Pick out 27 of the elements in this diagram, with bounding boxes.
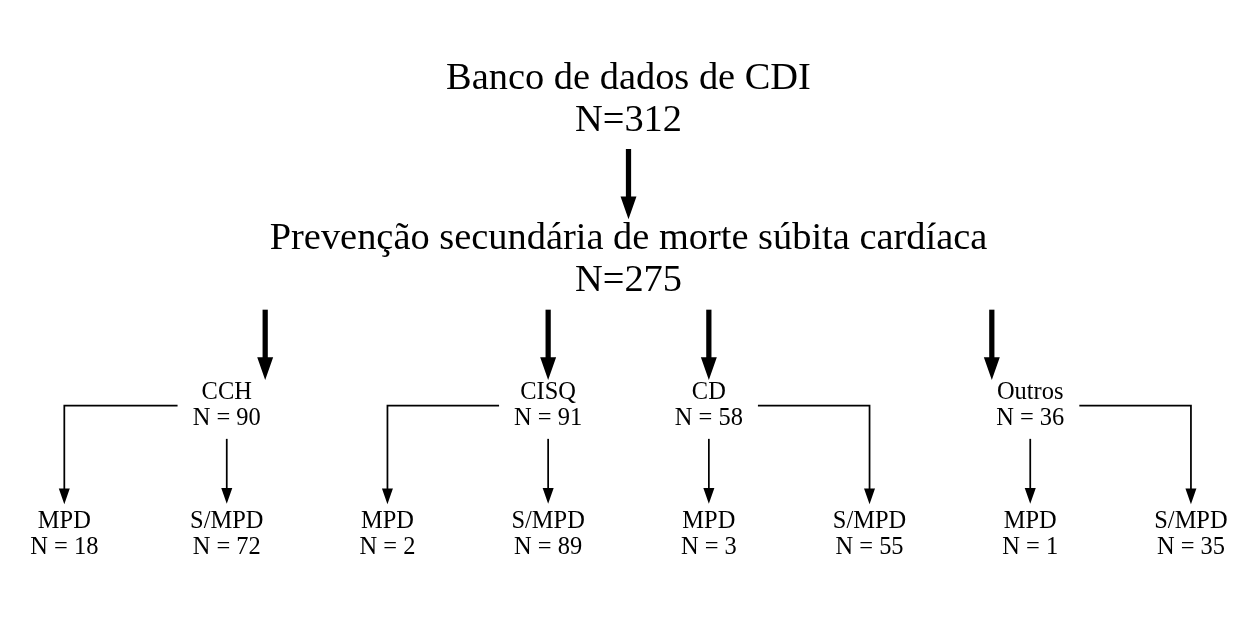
node-text: CISQ N = 91 xyxy=(514,376,583,430)
arrow xyxy=(542,437,554,504)
arrow xyxy=(700,309,717,380)
node-text: S/MPD N = 72 xyxy=(190,505,264,559)
node-text: CD N = 58 xyxy=(674,376,743,430)
arrow xyxy=(1078,404,1197,504)
node-text: MPD N = 18 xyxy=(30,505,99,559)
node-text: MPD N = 1 xyxy=(1002,505,1059,559)
node-text: Banco de dados de CDI N=312 xyxy=(446,54,811,139)
arrow xyxy=(221,437,233,504)
arrow xyxy=(703,437,715,504)
node-text: Prevenção secundária de morte súbita cardíaca N=275 xyxy=(269,214,988,299)
node-text: Outros N = 36 xyxy=(996,376,1065,430)
arrow xyxy=(540,309,557,380)
arrow xyxy=(1024,437,1036,504)
node-text: S/MPD N = 89 xyxy=(511,505,585,559)
arrow xyxy=(381,404,500,504)
node-text: S/MPD N = 55 xyxy=(832,505,907,559)
arrow xyxy=(983,309,1000,380)
arrow xyxy=(257,309,274,380)
arrow xyxy=(757,404,876,504)
node-text: MPD N = 3 xyxy=(680,505,737,559)
node-text: CCH N = 90 xyxy=(192,376,261,430)
node-text: S/MPD N = 35 xyxy=(1154,505,1228,559)
arrow xyxy=(620,148,637,219)
arrow xyxy=(58,404,179,504)
node-text: MPD N = 2 xyxy=(359,505,416,559)
